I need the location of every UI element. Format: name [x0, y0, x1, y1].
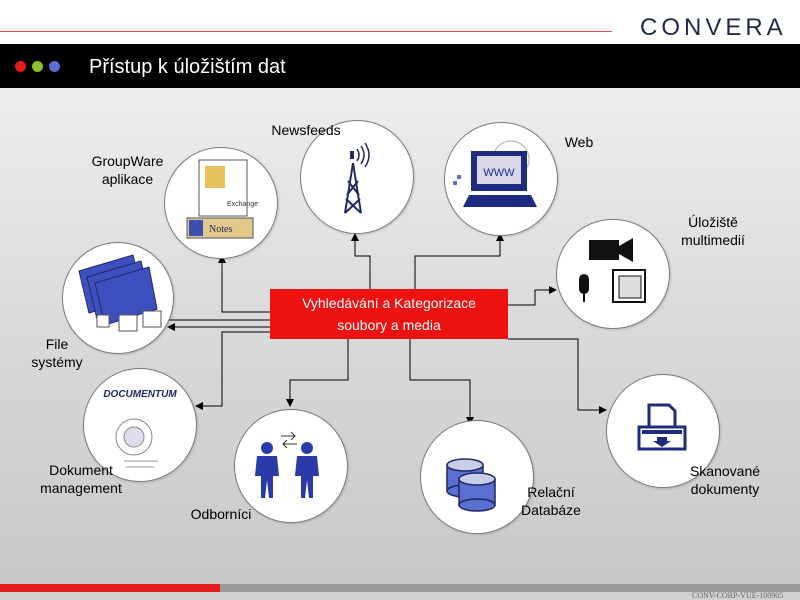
exchange-text: Exchange	[227, 201, 258, 208]
header-accent-line	[0, 31, 612, 32]
web-label: Web	[564, 134, 594, 150]
database-node	[420, 420, 534, 534]
red-dot-icon	[15, 61, 26, 72]
scanned-node	[606, 374, 720, 488]
filesystems-node	[62, 242, 174, 354]
groupware-node: Exchange Notes	[164, 147, 278, 259]
newsfeeds-node	[300, 120, 414, 234]
www-text: WWW	[483, 167, 515, 179]
documentum-text: DOCUMENTUM	[103, 389, 177, 400]
people-icon	[255, 431, 319, 498]
footer-band	[0, 592, 800, 600]
experts-node	[234, 409, 348, 523]
footer-gray-bar	[220, 584, 800, 592]
file-folders-icon	[78, 254, 162, 332]
green-dot-icon	[32, 61, 43, 72]
notes-text: Notes	[209, 224, 232, 235]
header-band	[0, 0, 800, 44]
center-line-1: Vyhledávání a Kategorizace	[302, 295, 476, 311]
web-node: WWW	[444, 122, 558, 236]
multimedia-node	[556, 219, 670, 329]
radio-tower-icon	[344, 142, 370, 214]
database-label: Relační Databáze	[521, 484, 581, 518]
footer-red-bar	[0, 584, 220, 592]
groupware-label: GroupWare aplikace	[91, 153, 164, 187]
groupware-icon: Exchange Notes	[186, 159, 258, 239]
search-categorization-box: Vyhledávání a Kategorizace soubory a med…	[270, 289, 508, 339]
convera-logo: CONVERA	[640, 14, 787, 41]
documentum-icon: DOCUMENTUM	[103, 389, 177, 468]
document-node: DOCUMENTUM	[83, 368, 197, 482]
title-bar	[0, 44, 800, 88]
scanner-icon	[637, 403, 687, 451]
center-line-2: soubory a media	[337, 317, 441, 333]
page-title: Přístup k úložištím dat	[89, 56, 286, 78]
footer-code: CONV-CORP-VUE-100905	[692, 591, 784, 600]
database-icon	[446, 458, 496, 512]
document-label: Dokument management	[40, 462, 122, 496]
computer-icon: WWW	[453, 140, 537, 207]
newsfeeds-label: Newsfeeds	[271, 122, 341, 138]
multimedia-label: Úložiště multimedií	[681, 214, 745, 248]
scanned-label: Skanované dokumenty	[689, 463, 761, 497]
filesystems-label: File systémy	[31, 336, 83, 370]
blue-dot-icon	[49, 61, 60, 72]
experts-label: Odborníci	[190, 506, 252, 522]
multimedia-icon	[579, 238, 646, 303]
